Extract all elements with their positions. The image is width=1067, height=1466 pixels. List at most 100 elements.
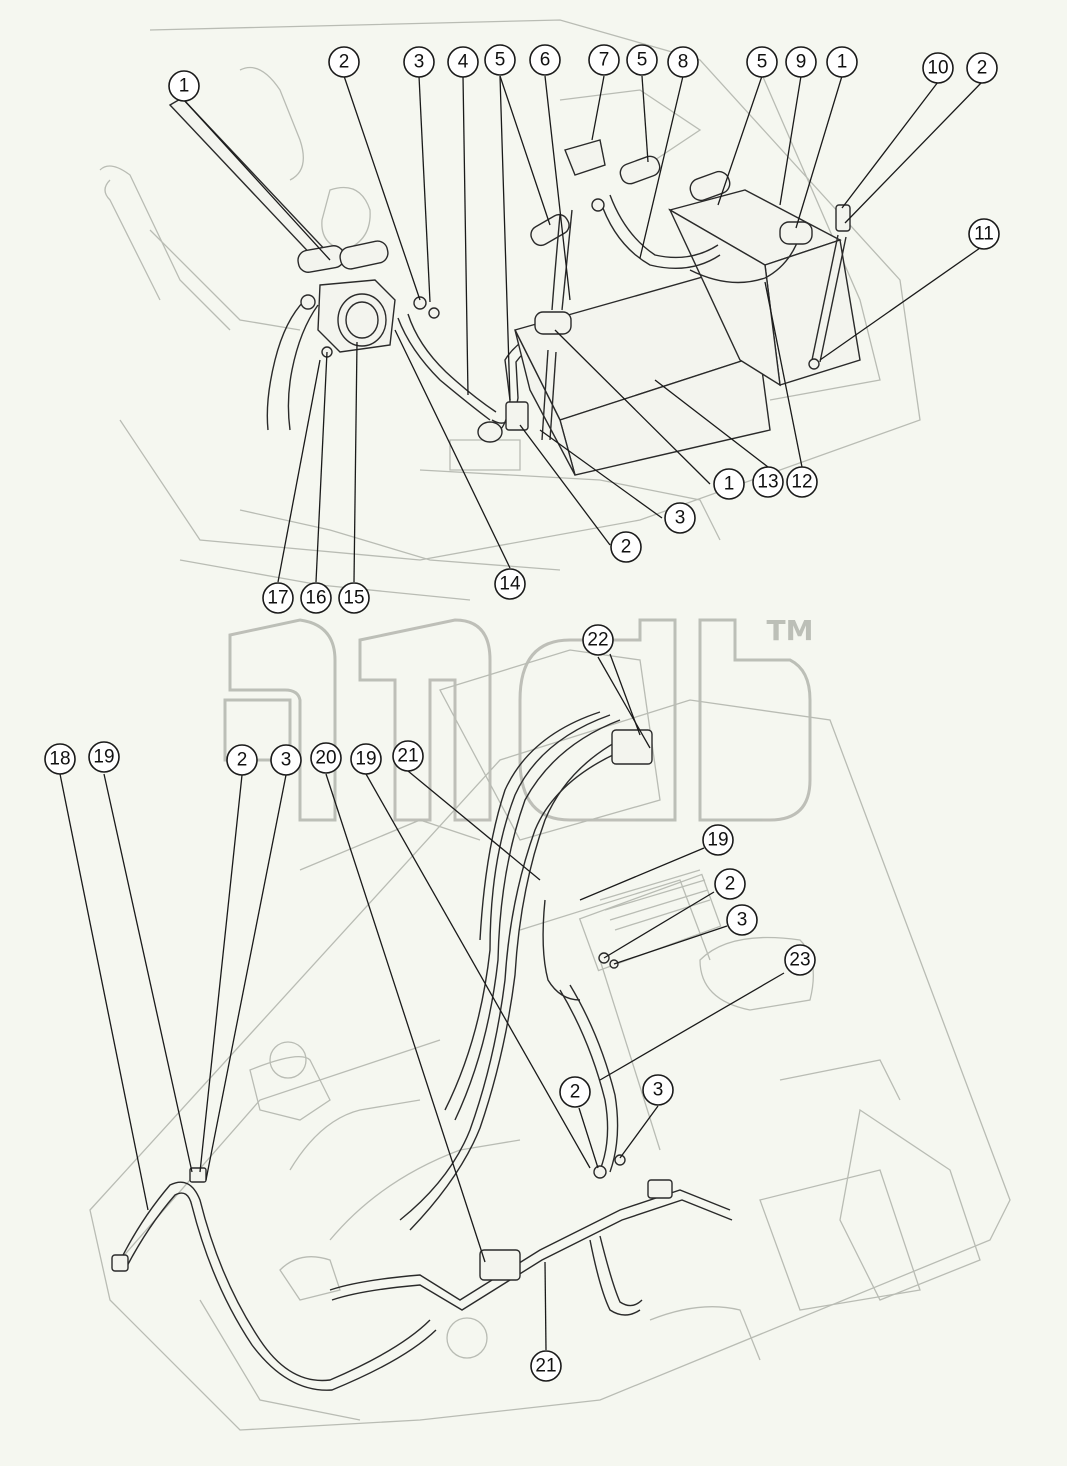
callout-11: 11 (968, 218, 1000, 250)
svg-text:21: 21 (535, 1356, 556, 1377)
svg-text:11: 11 (974, 224, 994, 245)
cable-12 (689, 234, 801, 284)
callout-9: 9 (785, 46, 817, 78)
callout-2: 2 (559, 1076, 591, 1108)
callout-13: 13 (752, 466, 784, 498)
callout-3: 3 (664, 502, 696, 534)
callout-16: 16 (300, 582, 332, 614)
rod-11 (811, 234, 839, 361)
callout-2: 2 (328, 46, 360, 78)
svg-text:5: 5 (637, 50, 648, 71)
svg-text:2: 2 (339, 52, 350, 73)
callout-23: 23 (784, 944, 816, 976)
svg-text:1: 1 (837, 52, 848, 73)
callout-3: 3 (270, 744, 302, 776)
svg-text:16: 16 (305, 588, 326, 609)
leader-lines (59, 75, 983, 1351)
wiring-harness-21 (329, 711, 733, 1316)
callout-15: 15 (338, 582, 370, 614)
rod-1b (541, 349, 549, 441)
callout-12: 12 (786, 466, 818, 498)
svg-text:22: 22 (587, 630, 608, 651)
cable-23 (559, 989, 609, 1171)
callout-7: 7 (588, 44, 620, 76)
coupling-5c (689, 170, 731, 202)
cable-18 (111, 1167, 437, 1391)
callout-14: 14 (494, 568, 526, 600)
svg-text:5: 5 (495, 50, 506, 71)
svg-text:20: 20 (315, 748, 336, 769)
upper-assembly (168, 97, 861, 476)
svg-text:2: 2 (977, 58, 988, 79)
hose-6 (551, 214, 561, 311)
coupling-5a (530, 213, 570, 247)
callout-8: 8 (667, 46, 699, 78)
svg-text:9: 9 (796, 52, 807, 73)
callouts: 1 2 3 4 5 6 7 5 8 5 9 1 10 2 11 1 13 12 … (44, 44, 1000, 1382)
callout-19: 19 (88, 741, 120, 773)
hose-coupling-right (339, 240, 389, 270)
svg-text:15: 15 (343, 588, 364, 609)
cable-8 (599, 199, 721, 270)
callout-6: 6 (529, 44, 561, 76)
watermark: TM amdb (223, 614, 814, 822)
svg-text:5: 5 (757, 52, 768, 73)
svg-text:23: 23 (789, 950, 810, 971)
svg-text:14: 14 (499, 574, 521, 595)
svg-text:21: 21 (397, 746, 418, 767)
svg-text:10: 10 (927, 58, 948, 79)
svg-text:19: 19 (355, 749, 376, 770)
svg-text:17: 17 (267, 588, 288, 609)
watermark-tm: TM (767, 614, 814, 647)
callout-3: 3 (726, 904, 758, 936)
callout-10: 10 (922, 52, 954, 84)
coupling-5b (619, 155, 661, 185)
svg-text:18: 18 (49, 749, 70, 770)
callout-1: 1 (826, 46, 858, 78)
callout-4: 4 (447, 46, 479, 78)
bolt-2 (413, 296, 427, 310)
flex-hose-left (266, 299, 306, 431)
callout-2: 2 (966, 52, 998, 84)
cable-4 (397, 317, 491, 421)
svg-text:3: 3 (737, 910, 748, 931)
callout-5: 5 (484, 44, 516, 76)
callout-22: 22 (582, 624, 614, 656)
callout-3: 3 (642, 1074, 674, 1106)
callout-2: 2 (610, 531, 642, 563)
svg-text:4: 4 (458, 52, 469, 73)
svg-text:7: 7 (599, 50, 610, 71)
svg-text:3: 3 (675, 508, 686, 529)
callout-5: 5 (746, 46, 778, 78)
callout-21: 21 (530, 1350, 562, 1382)
svg-text:1: 1 (179, 76, 190, 97)
svg-text:3: 3 (281, 750, 292, 771)
svg-text:2: 2 (621, 537, 632, 558)
callout-2: 2 (714, 868, 746, 900)
nut-3 (428, 307, 440, 319)
svg-text:12: 12 (791, 472, 812, 493)
air-filter-15 (300, 279, 396, 358)
callout-1: 1 (713, 468, 745, 500)
callout-17: 17 (262, 582, 294, 614)
svg-text:3: 3 (414, 52, 425, 73)
svg-text:8: 8 (678, 52, 689, 73)
callout-21: 21 (392, 740, 424, 772)
hose-coupling-left (297, 245, 345, 273)
svg-text:2: 2 (725, 874, 736, 895)
svg-text:3: 3 (653, 1080, 664, 1101)
coupling-9 (779, 221, 813, 245)
callout-3: 3 (403, 46, 435, 78)
callout-19: 19 (350, 743, 382, 775)
pipe-1 (168, 97, 332, 263)
svg-text:2: 2 (237, 750, 248, 771)
svg-text:13: 13 (757, 472, 778, 493)
callout-19: 19 (702, 824, 734, 856)
svg-text:1: 1 (724, 474, 735, 495)
lower-background-frame (89, 649, 1011, 1431)
svg-text:19: 19 (707, 830, 728, 851)
svg-text:2: 2 (570, 1082, 581, 1103)
callout-18: 18 (44, 743, 76, 775)
